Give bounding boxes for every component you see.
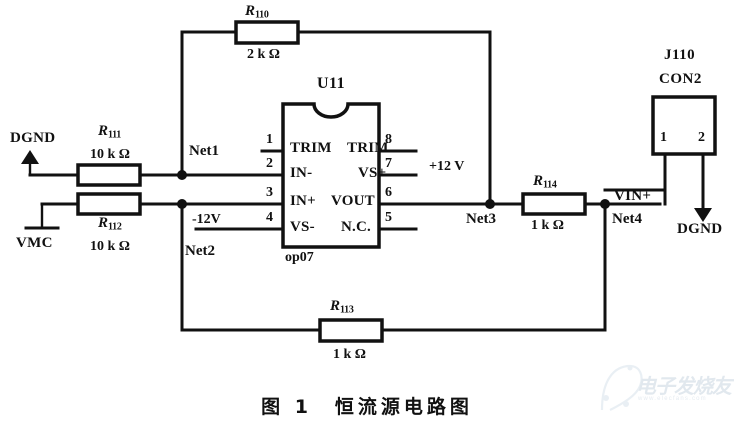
resistor-value-r113: 1 k Ω	[333, 347, 366, 362]
ic-pin-number-3: 3	[266, 185, 273, 200]
rail-label-negative: -12V	[192, 212, 221, 227]
connector-pin-number-1: 1	[660, 130, 667, 145]
resistor-label-r111: R111	[98, 123, 122, 141]
resistor-label-r114: R114	[533, 173, 557, 191]
ic-pin-label-6: VOUT	[331, 193, 375, 209]
ic-pin-number-1: 1	[266, 132, 273, 147]
ic-pin-number-4: 4	[266, 210, 273, 225]
ic-pin-label-5: N.C.	[341, 219, 371, 235]
ic-outline-u11	[281, 102, 381, 249]
connector-body-j110	[651, 95, 717, 156]
ic-designator-u11: U11	[317, 75, 346, 92]
ic-pin-number-2: 2	[266, 156, 273, 171]
ic-pin-label-1: TRIM	[290, 140, 332, 156]
terminal-label-dgnd-left: DGND	[10, 130, 56, 146]
resistor-value-r110: 2 k Ω	[247, 47, 280, 62]
wire-conn-pin1-to-vin	[603, 152, 667, 192]
ic-pin-label-8: TRIM	[347, 140, 389, 156]
ic-pin-label-2: IN-	[290, 165, 313, 181]
ic-pin-label-3: IN+	[290, 193, 316, 209]
resistor-value-r114: 1 k Ω	[531, 218, 564, 233]
net-label-net3: Net3	[466, 211, 496, 227]
resistor-body-r114	[521, 192, 587, 216]
ic-pin-number-5: 5	[385, 210, 392, 225]
dgnd-right-arrow-icon	[694, 208, 712, 222]
figure-caption: 图 1 恒流源电路图	[261, 396, 473, 418]
connector-pin-number-2: 2	[698, 130, 705, 145]
net-label-net1: Net1	[189, 143, 219, 159]
resistor-body-r111	[76, 163, 142, 187]
terminal-label-vin-plus: VIN+	[614, 188, 652, 204]
resistor-body-r113	[318, 318, 384, 343]
resistor-value-r111: 10 k Ω	[90, 147, 130, 162]
resistor-body-r112	[76, 192, 142, 216]
ic-part-number: op07	[285, 250, 314, 265]
connector-designator-j110: J110	[664, 47, 696, 63]
rail-label-positive: +12 V	[429, 159, 465, 174]
terminal-label-vmc: VMC	[16, 235, 53, 251]
ic-pin-label-7: VS+	[358, 165, 387, 181]
resistor-value-r112: 10 k Ω	[90, 239, 130, 254]
resistor-body-r110	[234, 20, 300, 45]
resistor-label-r112: R112	[98, 215, 122, 233]
ic-pin-number-7: 7	[385, 156, 392, 171]
ic-pin-number-6: 6	[385, 185, 392, 200]
terminal-label-dgnd-right: DGND	[677, 221, 723, 237]
junction-net1	[177, 170, 187, 180]
ic-pin-number-8: 8	[385, 132, 392, 147]
resistor-label-r113: R113	[330, 298, 354, 316]
resistor-label-r110: R110	[245, 3, 269, 21]
net-label-net4: Net4	[612, 211, 642, 227]
connector-type-con2: CON2	[659, 71, 702, 87]
ic-pin-label-4: VS-	[290, 219, 315, 235]
dgnd-left-arrow-icon	[21, 150, 39, 164]
net-label-net2: Net2	[185, 243, 215, 259]
